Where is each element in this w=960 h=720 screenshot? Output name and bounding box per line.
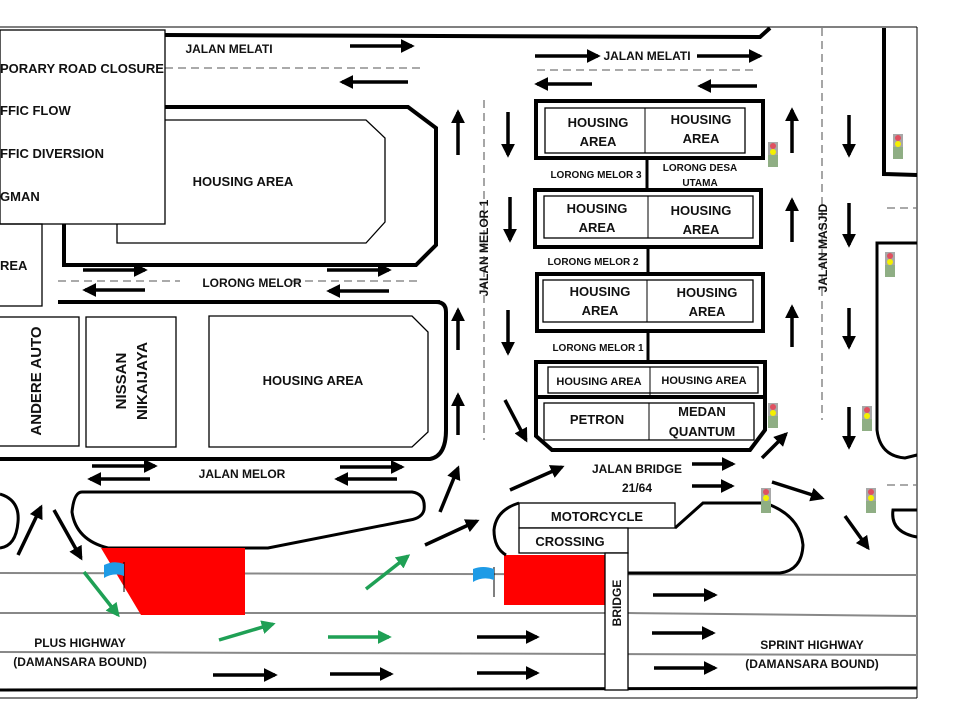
road-label: JALAN MELOR 1	[477, 199, 491, 296]
road-label: JALAN MELATI	[185, 42, 272, 56]
traffic-light-icon	[885, 252, 895, 277]
housing-blocks-east: HOUSING AREA HOUSING AREA HOUSING AREA H…	[533, 99, 767, 452]
area-label: AREA	[580, 134, 617, 149]
road-label: 21/64	[622, 481, 652, 495]
traffic-light-icon	[761, 488, 771, 513]
road-label: JALAN MELOR	[199, 467, 286, 481]
area-label: AREA	[683, 222, 720, 237]
road-label: JALAN MASJID	[816, 203, 830, 292]
housing-label: HOUSING	[671, 112, 732, 127]
road-label: LORONG MELOR 1	[552, 343, 644, 354]
flagman-icon	[473, 567, 495, 597]
nissan-label: NISSAN	[113, 353, 130, 410]
housing-label: HOUSING	[677, 285, 738, 300]
highway-label: (DAMANSARA BOUND)	[745, 657, 879, 671]
traffic-light-icon	[768, 142, 778, 167]
traffic-flow-arrow-icon	[509, 465, 565, 492]
traffic-light-icon	[768, 403, 778, 428]
legend: PORARY ROAD CLOSURE FFIC FLOW FFIC DIVER…	[0, 29, 166, 225]
road-edges	[0, 26, 917, 486]
housing-area-label: HOUSING AREA	[661, 375, 746, 387]
traffic-diversion-arrow-icon	[218, 620, 276, 642]
legend-road-closure: PORARY ROAD CLOSURE	[0, 61, 164, 76]
petron-label: PETRON	[570, 412, 624, 427]
andere-auto-block: ANDERE AUTO	[0, 316, 80, 447]
bridge-label: BRIDGE	[610, 580, 624, 627]
road-label: JALAN MELATI	[603, 49, 690, 63]
legend-traffic-diversion: FFIC DIVERSION	[0, 146, 104, 161]
highway-label: SPRINT HIGHWAY	[760, 638, 864, 652]
area-label: AREA	[582, 303, 619, 318]
rea-block: REA	[0, 223, 43, 307]
road-labels: JALAN MELATI JALAN MELATI LORONG MELOR J…	[13, 42, 879, 671]
traffic-diversion-arrow-icon	[82, 570, 120, 618]
housing-label: HOUSING	[567, 201, 628, 216]
road-label: UTAMA	[682, 178, 717, 189]
traffic-flow-arrow-icon	[760, 432, 788, 460]
housing-area-label: HOUSING AREA	[556, 376, 641, 388]
bridge-area: MOTORCYCLE CROSSING BRIDGE	[492, 501, 805, 691]
housing-area-label: HOUSING AREA	[263, 373, 364, 388]
traffic-flow-arrow-icon	[843, 514, 870, 551]
traffic-lights	[761, 134, 903, 513]
road-edges-east	[875, 28, 918, 539]
traffic-flow-arrow-icon	[52, 509, 83, 561]
housing-label: HOUSING	[671, 203, 732, 218]
flagman-icon	[104, 562, 125, 592]
road-label: LORONG MELOR 2	[547, 257, 639, 268]
traffic-flow-arrow-icon	[771, 480, 825, 502]
highway-label: (DAMANSARA BOUND)	[13, 655, 147, 669]
quantum-label: QUANTUM	[669, 424, 735, 439]
traffic-flow-arrow-icon	[424, 519, 480, 547]
road-closure-east	[504, 555, 605, 605]
motorcycle-label: MOTORCYCLE	[551, 509, 644, 524]
traffic-light-icon	[866, 488, 876, 513]
medan-label: MEDAN	[678, 404, 726, 419]
housing-label: HOUSING	[570, 284, 631, 299]
traffic-diversion-arrow-icon	[364, 554, 411, 591]
area-label: AREA	[683, 131, 720, 146]
nikaijaya-label: NIKAIJAYA	[134, 342, 151, 420]
highway-label: PLUS HIGHWAY	[34, 636, 126, 650]
area-label: AREA	[579, 220, 616, 235]
andere-auto-label: ANDERE AUTO	[28, 326, 45, 436]
traffic-flow-arrow-icon	[16, 504, 43, 556]
housing-area-label: HOUSING AREA	[193, 174, 294, 189]
road-closure-west	[101, 548, 245, 615]
traffic-light-icon	[862, 406, 872, 431]
highway-lanes	[0, 572, 918, 692]
traffic-arrows	[16, 39, 870, 682]
housing-block-middle: HOUSING AREA	[208, 315, 429, 448]
traffic-flow-arrow-icon	[438, 465, 461, 513]
traffic-flow-arrow-icon	[503, 399, 528, 443]
traffic-light-icon	[893, 134, 903, 159]
traffic-island	[0, 490, 426, 550]
legend-flagman: GMAN	[0, 189, 40, 204]
area-label: AREA	[689, 304, 726, 319]
legend-traffic-flow: FFIC FLOW	[0, 103, 71, 118]
road-label: JALAN BRIDGE	[592, 462, 682, 476]
crossing-label: CROSSING	[535, 534, 604, 549]
housing-label: HOUSING	[568, 115, 629, 130]
nissan-block: NISSAN NIKAIJAYA	[85, 316, 177, 448]
road-label: LORONG MELOR	[202, 276, 302, 290]
rea-label: REA	[0, 258, 28, 273]
road-label: LORONG MELOR 3	[550, 170, 642, 181]
road-label: LORONG DESA	[663, 163, 737, 174]
map-frame	[0, 26, 918, 699]
